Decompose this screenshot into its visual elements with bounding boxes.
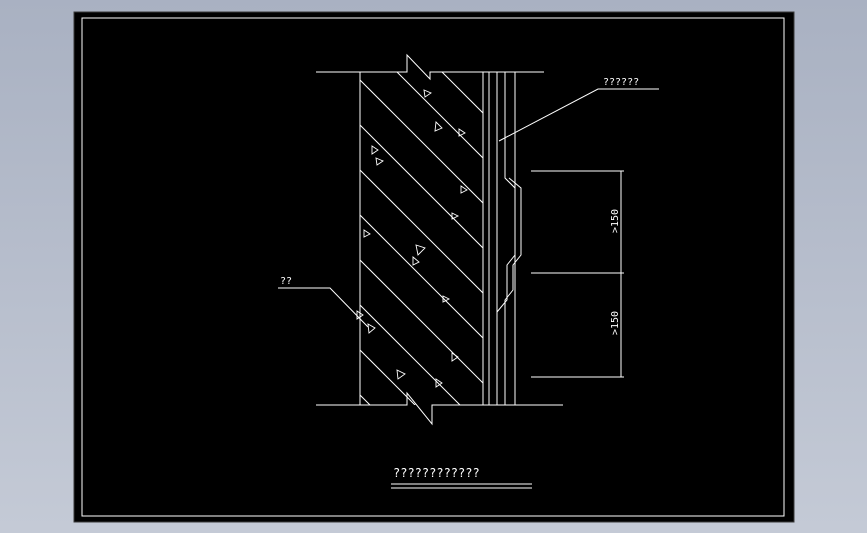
drawing-title: ???????????? xyxy=(393,466,480,480)
waterproof-layers xyxy=(488,72,522,405)
drawing-border xyxy=(81,17,785,517)
leader-left xyxy=(278,287,369,328)
callout-left-label: ?? xyxy=(280,276,292,287)
aggregate-symbols xyxy=(356,89,468,388)
callout-top-label: ?????? xyxy=(603,77,639,88)
dimension-lines xyxy=(531,170,624,378)
wall-hatching xyxy=(360,72,483,405)
bottom-ground-line xyxy=(316,391,563,426)
model-space xyxy=(73,11,795,523)
top-ground-line xyxy=(316,53,544,81)
dimension-upper-label: >150 xyxy=(610,209,621,233)
dimension-lower-label: >150 xyxy=(610,311,621,335)
leader-top xyxy=(498,88,659,142)
